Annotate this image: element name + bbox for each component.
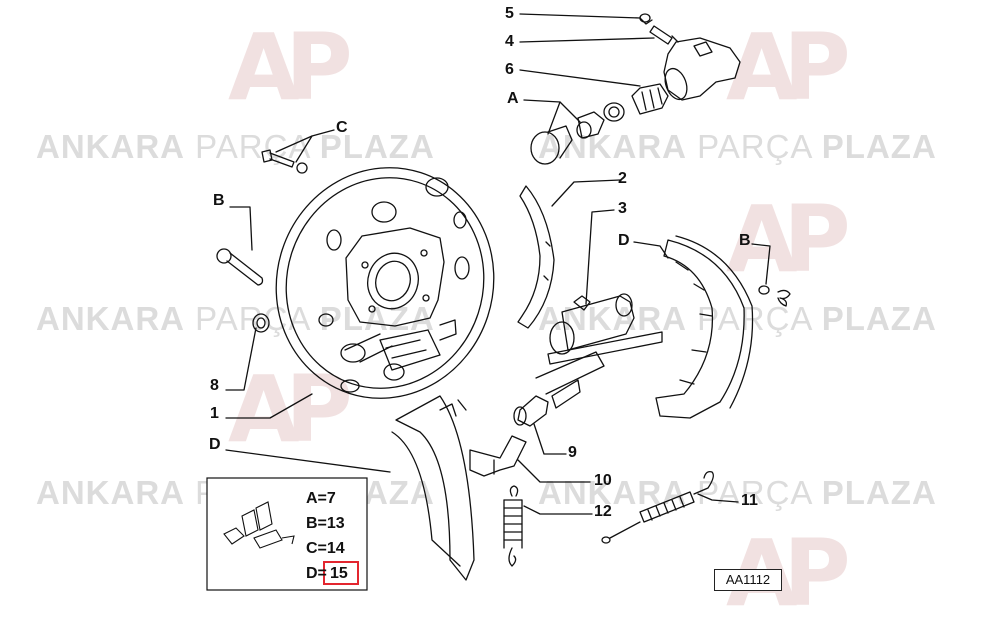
callout-2: 2 (618, 170, 627, 187)
callout-10: 10 (594, 472, 612, 489)
callout-6: 6 (505, 61, 514, 78)
watermark-logo: AP (726, 186, 851, 293)
callout-11: 11 (741, 492, 758, 509)
legend-line-b: B=13 (306, 515, 345, 532)
reference-code: AA1112 (714, 569, 782, 591)
backing-plate (275, 167, 495, 399)
parts-drawing (206, 13, 791, 591)
callout-4: 4 (505, 33, 514, 50)
legend-line-d: D= (306, 565, 327, 582)
legend-line-a: A=7 (306, 490, 336, 507)
watermark-text: ANKARA PARÇA PLAZA (538, 128, 937, 165)
callout-3: 3 (618, 200, 627, 217)
watermark-logo: AP (228, 14, 353, 121)
watermark-text: ANKARA PARÇA PLAZA (36, 300, 435, 337)
callout-c: C (336, 119, 348, 136)
diagram-stage: AP AP AP AP AP ANKARA PARÇA PLAZA ANKARA… (36, 5, 937, 627)
callout-d-right: D (618, 232, 630, 249)
watermark-text: ANKARA PARÇA PLAZA (538, 300, 937, 337)
watermark-text: ANKARA PARÇA PLAZA (36, 128, 435, 165)
callout-9: 9 (568, 444, 577, 461)
watermark-logo: AP (726, 14, 851, 121)
callout-12: 12 (594, 503, 612, 520)
callout-a: A (507, 90, 519, 107)
watermark-text: ANKARA PARÇA PLAZA (538, 474, 937, 511)
callout-b-right: B (739, 232, 751, 249)
legend-line-c: C=14 (306, 540, 345, 557)
callout-8: 8 (210, 377, 219, 394)
callout-b-left: B (213, 192, 225, 209)
callout-1: 1 (210, 405, 219, 422)
callout-d-left: D (209, 436, 221, 453)
legend-highlighted-value: 15 (330, 565, 348, 582)
legend-box (206, 477, 368, 591)
callout-5: 5 (505, 5, 514, 22)
